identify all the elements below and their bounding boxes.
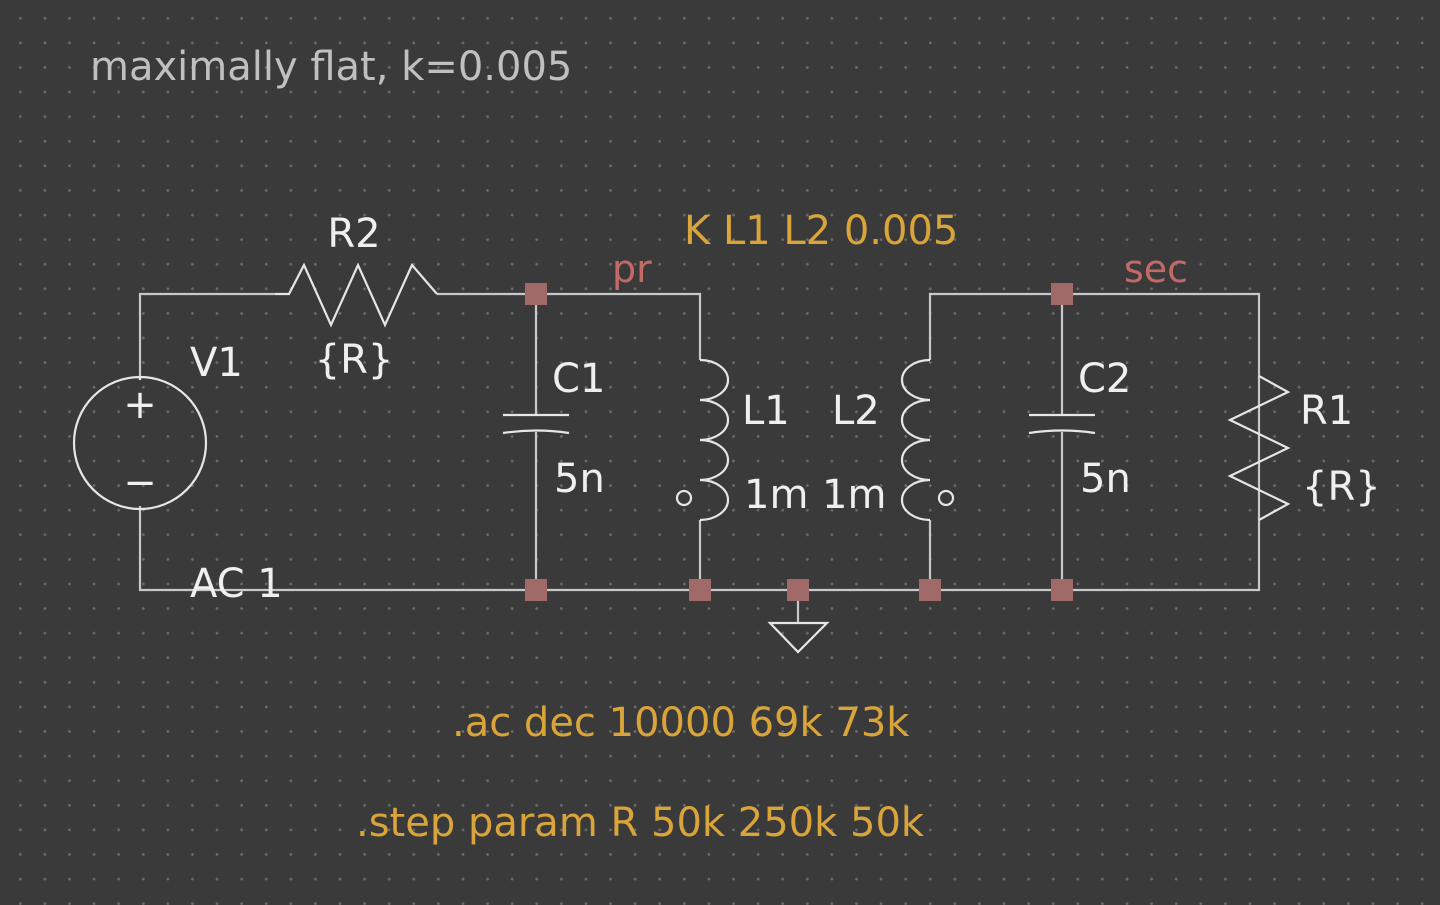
junction-dot — [689, 579, 711, 601]
junction-dot — [525, 283, 547, 305]
inductor-l1[interactable] — [675, 358, 730, 522]
r1-value-label[interactable]: {R} — [1302, 464, 1381, 510]
step-param-directive[interactable]: .step param R 50k 250k 50k — [356, 800, 925, 846]
resistor-r2[interactable] — [275, 262, 438, 328]
l1-name-label[interactable]: L1 — [742, 388, 790, 434]
wire-v1-top[interactable] — [138, 292, 275, 380]
r2-value-label[interactable]: {R} — [315, 337, 394, 383]
v1-value-label[interactable]: AC 1 — [190, 561, 283, 607]
l1-value-label[interactable]: 1m — [744, 472, 808, 518]
r2-name-label[interactable]: R2 — [327, 211, 380, 257]
l2-name-label[interactable]: L2 — [832, 388, 880, 434]
junction-dot — [1051, 579, 1073, 601]
inductor-l2[interactable] — [900, 358, 955, 522]
net-label-pr[interactable]: pr — [612, 247, 652, 291]
junctions — [525, 283, 1073, 601]
wire-sec-top[interactable] — [928, 292, 1261, 376]
l2-polarity-dot — [937, 489, 955, 507]
ac-analysis-directive[interactable]: .ac dec 10000 69k 73k — [452, 700, 910, 746]
c2-value-label[interactable]: 5n — [1080, 456, 1131, 502]
resistor-r1[interactable] — [1227, 375, 1291, 521]
schematic-comment[interactable]: maximally flat, k=0.005 — [90, 44, 572, 90]
wire-r2-to-pr[interactable] — [437, 292, 702, 360]
minus-sign: − — [123, 460, 157, 506]
junction-dot — [787, 579, 809, 601]
capacitor-c2[interactable] — [1028, 413, 1096, 435]
ground-icon[interactable] — [767, 621, 830, 654]
junction-dot — [1051, 283, 1073, 305]
c1-value-label[interactable]: 5n — [554, 456, 605, 502]
voltage-source-v1[interactable]: + − — [72, 375, 208, 511]
v1-name-label[interactable]: V1 — [190, 340, 243, 386]
coupling-directive[interactable]: K L1 L2 0.005 — [684, 208, 958, 254]
c2-name-label[interactable]: C2 — [1078, 356, 1131, 402]
l1-polarity-dot — [675, 489, 693, 507]
plus-sign: + — [123, 382, 157, 428]
capacitor-c1[interactable] — [502, 413, 570, 435]
c1-name-label[interactable]: C1 — [552, 356, 605, 402]
r1-name-label[interactable]: R1 — [1300, 388, 1353, 434]
net-label-sec[interactable]: sec — [1124, 247, 1188, 291]
junction-dot — [525, 579, 547, 601]
l2-value-label[interactable]: 1m — [822, 472, 886, 518]
junction-dot — [919, 579, 941, 601]
